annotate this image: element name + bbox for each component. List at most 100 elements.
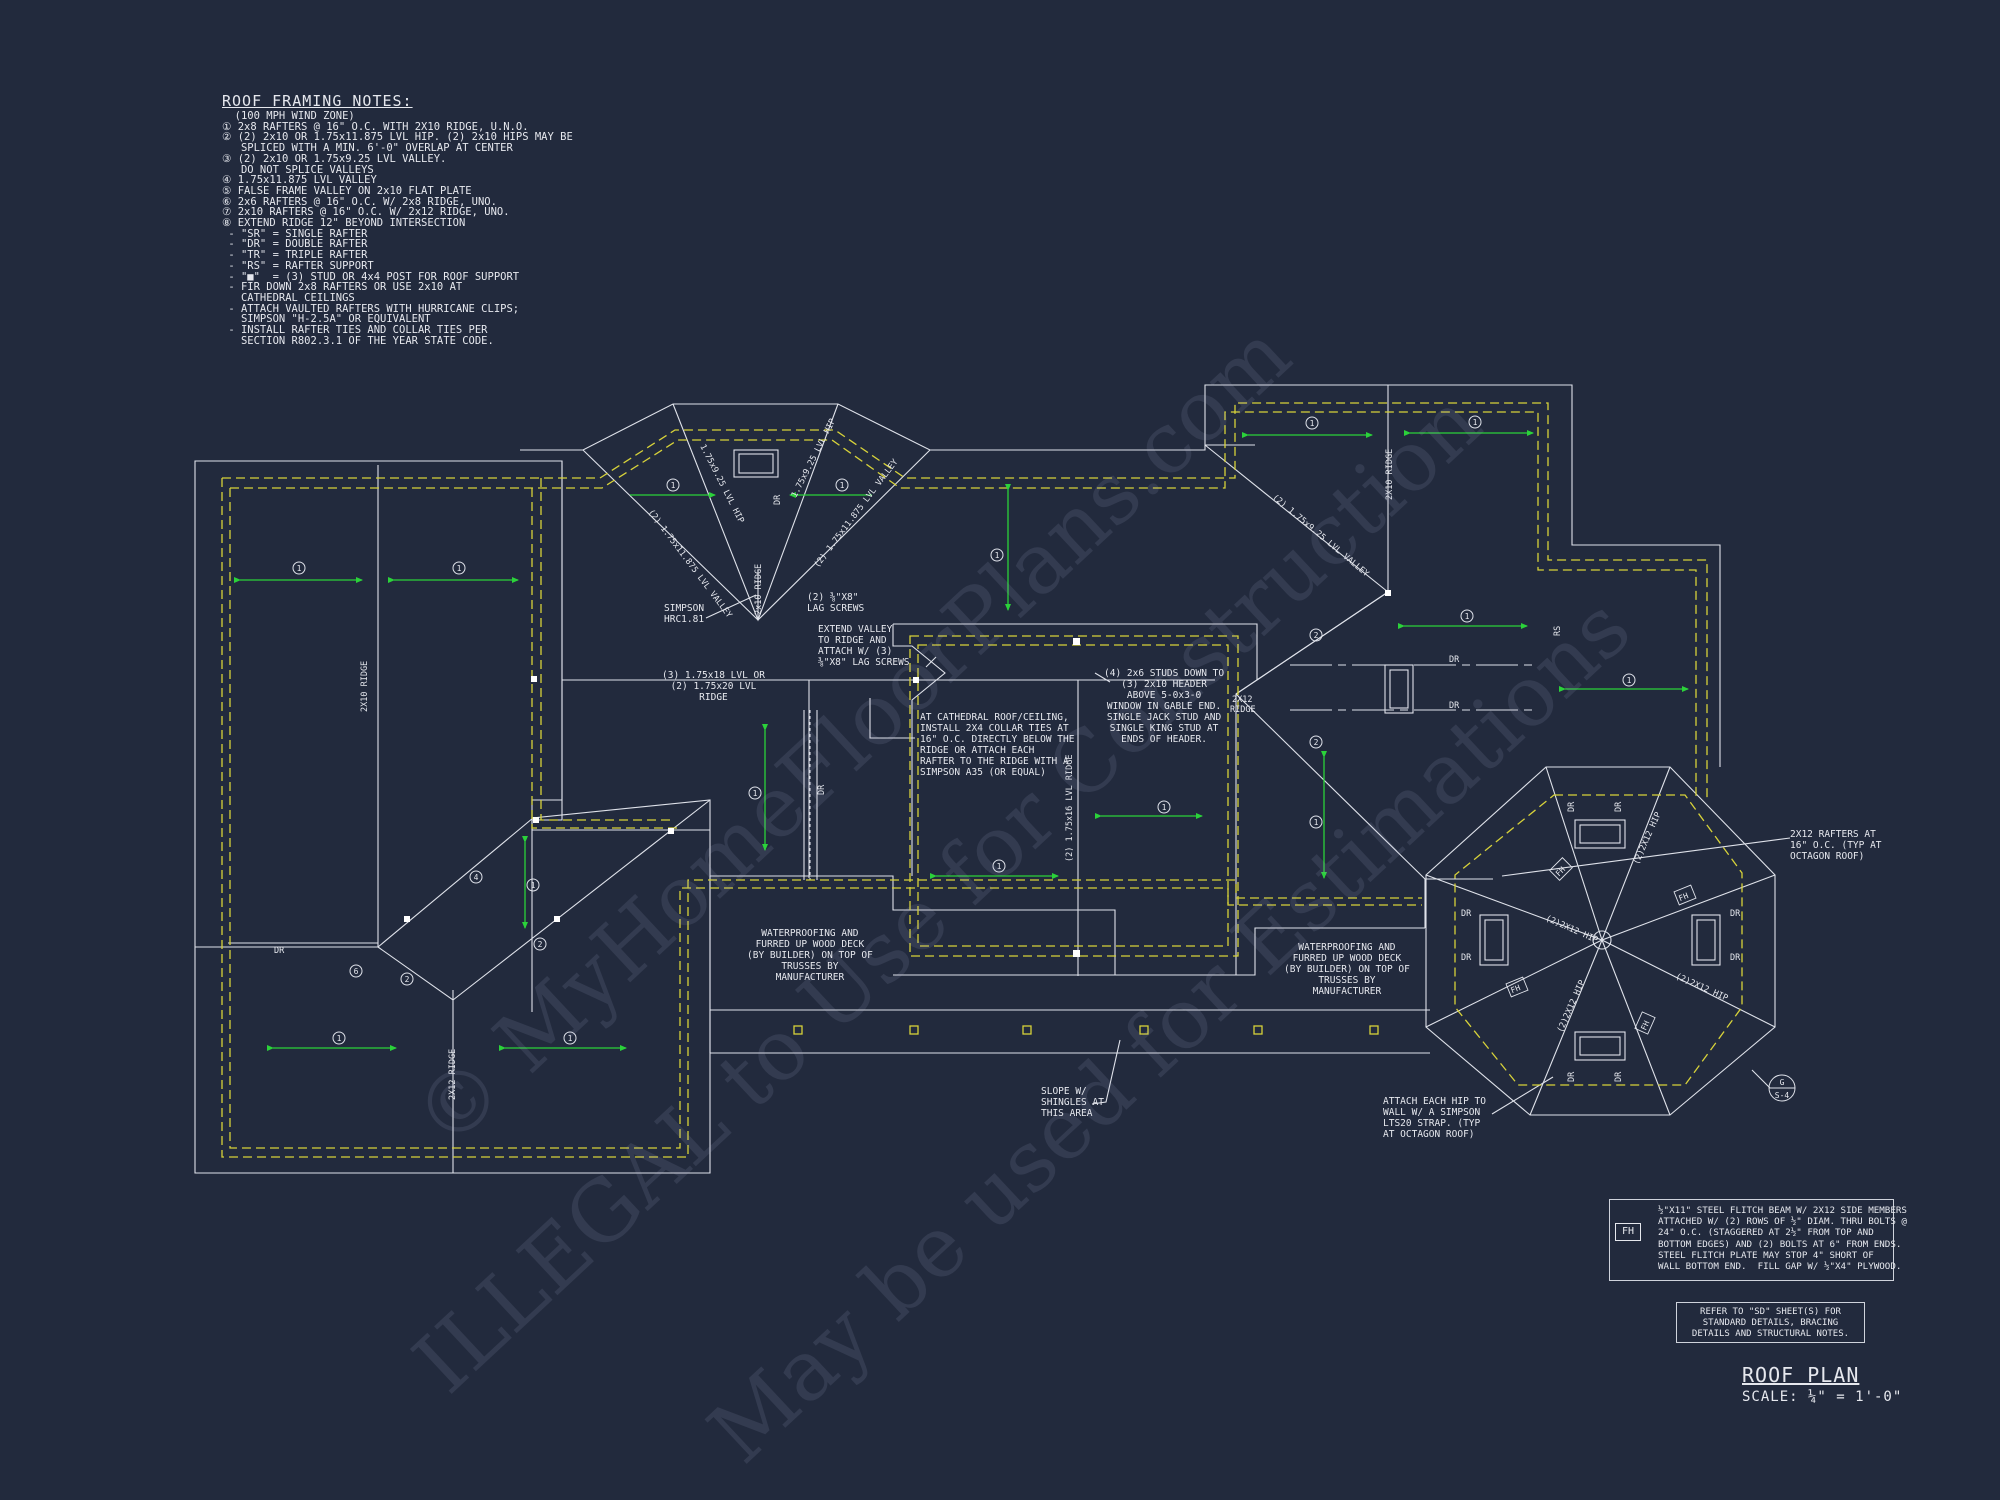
svg-text:1: 1 — [1314, 818, 1319, 827]
svg-text:DR: DR — [274, 946, 285, 956]
svg-text:DR: DR — [1449, 655, 1460, 665]
roof-framing-note-line: ① 2x8 RAFTERS @ 16" O.C. WITH 2X10 RIDGE… — [222, 120, 529, 133]
roof-framing-note-line: - FIR DOWN 2x8 RAFTERS OR USE 2x10 AT — [222, 281, 463, 294]
svg-text:1: 1 — [337, 1034, 342, 1043]
svg-text:(2)2X12 HIP: (2)2X12 HIP — [1544, 914, 1599, 946]
roof-framing-note-line: ⑥ 2x6 RAFTERS @ 16" O.C. W/ 2x8 RIDGE, U… — [222, 195, 497, 208]
svg-text:DR: DR — [1461, 953, 1472, 963]
roof-framing-note-line: - "RS" = RAFTER SUPPORT — [222, 259, 374, 272]
svg-text:1: 1 — [1465, 612, 1470, 621]
roof-framing-note-line: ② (2) 2x10 OR 1.75x11.875 LVL HIP. (2) 2… — [222, 131, 573, 144]
roof-framing-note-line: ⑦ 2x10 RAFTERS @ 16" O.C. W/ 2x12 RIDGE,… — [222, 206, 510, 219]
roof-framing-note-line: SPLICED WITH A MIN. 6'-0" OVERLAP AT CEN… — [222, 142, 513, 155]
svg-text:1: 1 — [995, 551, 1000, 560]
svg-text:DR: DR — [817, 784, 827, 795]
callout-slope-shingles: SLOPE W/ SHINGLES AT THIS AREA — [1041, 1086, 1104, 1119]
svg-text:DR: DR — [773, 494, 783, 505]
flitch-beam-note: ½"X11" STEEL FLITCH BEAM W/ 2X12 SIDE ME… — [1658, 1205, 1907, 1273]
svg-text:1: 1 — [1627, 676, 1632, 685]
sheet-title: ROOF PLAN — [1742, 1363, 1860, 1387]
callout-waterproofing-left: WATERPROOFING AND FURRED UP WOOD DECK (B… — [747, 928, 873, 983]
svg-text:DR: DR — [1449, 701, 1460, 711]
roof-framing-note-line: - "■" = (3) STUD OR 4x4 POST FOR ROOF SU… — [222, 270, 520, 283]
svg-text:4: 4 — [474, 873, 479, 882]
roof-framing-note-line: ⑤ FALSE FRAME VALLEY ON 2x10 FLAT PLATE — [222, 184, 472, 197]
note-markers — [292, 415, 1796, 1102]
svg-text:DR: DR — [1461, 909, 1472, 919]
skylights — [733, 449, 1721, 1061]
svg-text:DR: DR — [1730, 953, 1741, 963]
roof-framing-note-line: (100 MPH WIND ZONE) — [222, 110, 355, 122]
svg-text:DR: DR — [1567, 801, 1577, 812]
callout-cathedral: AT CATHEDRAL ROOF/CEILING, INSTALL 2X4 C… — [920, 712, 1075, 778]
roof-framing-note-line: SECTION R802.3.1 OF THE YEAR STATE CODE. — [222, 334, 494, 347]
svg-text:DR: DR — [1730, 909, 1741, 919]
svg-text:(2)2X12 HIP: (2)2X12 HIP — [1674, 972, 1729, 1004]
callout-attach-hip: ATTACH EACH HIP TO WALL W/ A SIMPSON LTS… — [1383, 1096, 1486, 1140]
svg-text:1: 1 — [997, 862, 1002, 871]
svg-text:S-4: S-4 — [1775, 1091, 1790, 1100]
roof-framing-note-line: - "TR" = TRIPLE RAFTER — [222, 249, 368, 262]
roof-framing-note-line: ③ (2) 2x10 OR 1.75x9.25 LVL VALLEY. — [222, 152, 447, 165]
flitch-beam-symbol: FH — [1615, 1223, 1641, 1241]
callout-studs-down: (4) 2x6 STUDS DOWN TO (3) 2x10 HEADER AB… — [1104, 668, 1225, 745]
svg-text:1: 1 — [1162, 803, 1167, 812]
svg-text:(2) 1.75x11.875 LVL VALLEY: (2) 1.75x11.875 LVL VALLEY — [812, 458, 900, 570]
svg-text:1: 1 — [840, 481, 845, 490]
svg-text:(2) 1.75x16 LVL RIDGE: (2) 1.75x16 LVL RIDGE — [1065, 755, 1075, 862]
svg-text:1: 1 — [1310, 419, 1315, 428]
svg-text:RS: RS — [1553, 626, 1563, 636]
roof-framing-note-line: - "DR" = DOUBLE RAFTER — [222, 238, 368, 251]
svg-text:1: 1 — [531, 881, 536, 890]
svg-text:G: G — [1780, 1078, 1785, 1087]
svg-text:(2)2X12 HIP: (2)2X12 HIP — [1632, 811, 1664, 866]
svg-text:2: 2 — [1314, 738, 1319, 747]
svg-text:2X12: 2X12 — [1232, 695, 1252, 705]
roof-framing-note-line: DO NOT SPLICE VALLEYS — [222, 163, 374, 176]
eave-lines — [221, 402, 1743, 1158]
callout-waterproofing-right: WATERPROOFING AND FURRED UP WOOD DECK (B… — [1284, 942, 1410, 997]
roof-framing-note-line: SIMPSON "H-2.5A" OR EQUIVALENT — [222, 313, 431, 326]
roof-framing-note-line: - INSTALL RAFTER TIES AND COLLAR TIES PE… — [222, 324, 488, 337]
svg-text:2: 2 — [405, 975, 410, 984]
svg-text:DR: DR — [1567, 1071, 1577, 1082]
roof-framing-note-line: ④ 1.75x11.875 LVL VALLEY — [222, 174, 377, 187]
callout-extend-valley: EXTEND VALLEY TO RIDGE AND ATTACH W/ (3)… — [818, 624, 910, 668]
marker-text: 1 — [297, 564, 302, 573]
svg-text:1: 1 — [568, 1034, 573, 1043]
svg-text:2: 2 — [1314, 631, 1319, 640]
svg-text:RIDGE: RIDGE — [1230, 705, 1256, 715]
svg-text:2: 2 — [538, 940, 543, 949]
svg-text:DR: DR — [1614, 801, 1624, 812]
svg-text:6: 6 — [354, 967, 359, 976]
roof-framing-note-line: ⑧ EXTEND RIDGE 12" BEYOND INTERSECTION — [222, 217, 466, 230]
roof-framing-note-line: - ATTACH VAULTED RAFTERS WITH HURRICANE … — [222, 302, 520, 315]
svg-text:1: 1 — [1473, 418, 1478, 427]
slope-arrows — [234, 430, 1689, 1051]
svg-text:1: 1 — [457, 564, 462, 573]
svg-text:FH: FH — [1639, 1019, 1651, 1032]
svg-text:2x10 RIDGE: 2x10 RIDGE — [754, 564, 764, 615]
roof-framing-note-line: - "SR" = SINGLE RAFTER — [222, 227, 368, 240]
roof-framing-note-line: CATHEDRAL CEILINGS — [222, 291, 355, 304]
svg-text:2X10 RIDGE: 2X10 RIDGE — [1385, 449, 1395, 500]
sheet-scale: SCALE: ¼" = 1'-0" — [1742, 1389, 1903, 1405]
roof-framing-notes: (100 MPH WIND ZONE)① 2x8 RAFTERS @ 16" O… — [222, 111, 573, 346]
roof-outline — [194, 384, 1791, 1174]
svg-text:FH: FH — [1509, 983, 1521, 995]
callout-lag-screws: (2) ⅜"X8" LAG SCREWS — [807, 592, 865, 614]
svg-text:(2)2X12 HIP: (2)2X12 HIP — [1556, 979, 1588, 1034]
callout-simpson-hrc: SIMPSON HRC1.81 — [664, 603, 705, 625]
svg-text:FH: FH — [1677, 891, 1689, 903]
svg-text:1: 1 — [671, 481, 676, 490]
support-posts — [404, 590, 1391, 957]
callout-octagon-rafters: 2X12 RAFTERS AT 16" O.C. (TYP AT OCTAGON… — [1790, 829, 1882, 862]
callout-lvl-ridge: (3) 1.75x18 LVL OR (2) 1.75x20 LVL RIDGE — [662, 670, 765, 703]
refer-note: REFER TO "SD" SHEET(S) FOR STANDARD DETA… — [1676, 1302, 1865, 1343]
flitch-beam-legend: FH ½"X11" STEEL FLITCH BEAM W/ 2X12 SIDE… — [1609, 1199, 1907, 1281]
svg-text:1: 1 — [753, 789, 758, 798]
svg-text:2X12 RIDGE: 2X12 RIDGE — [448, 1049, 458, 1100]
wall-markers — [793, 1025, 1379, 1035]
svg-text:DR: DR — [1614, 1071, 1624, 1082]
